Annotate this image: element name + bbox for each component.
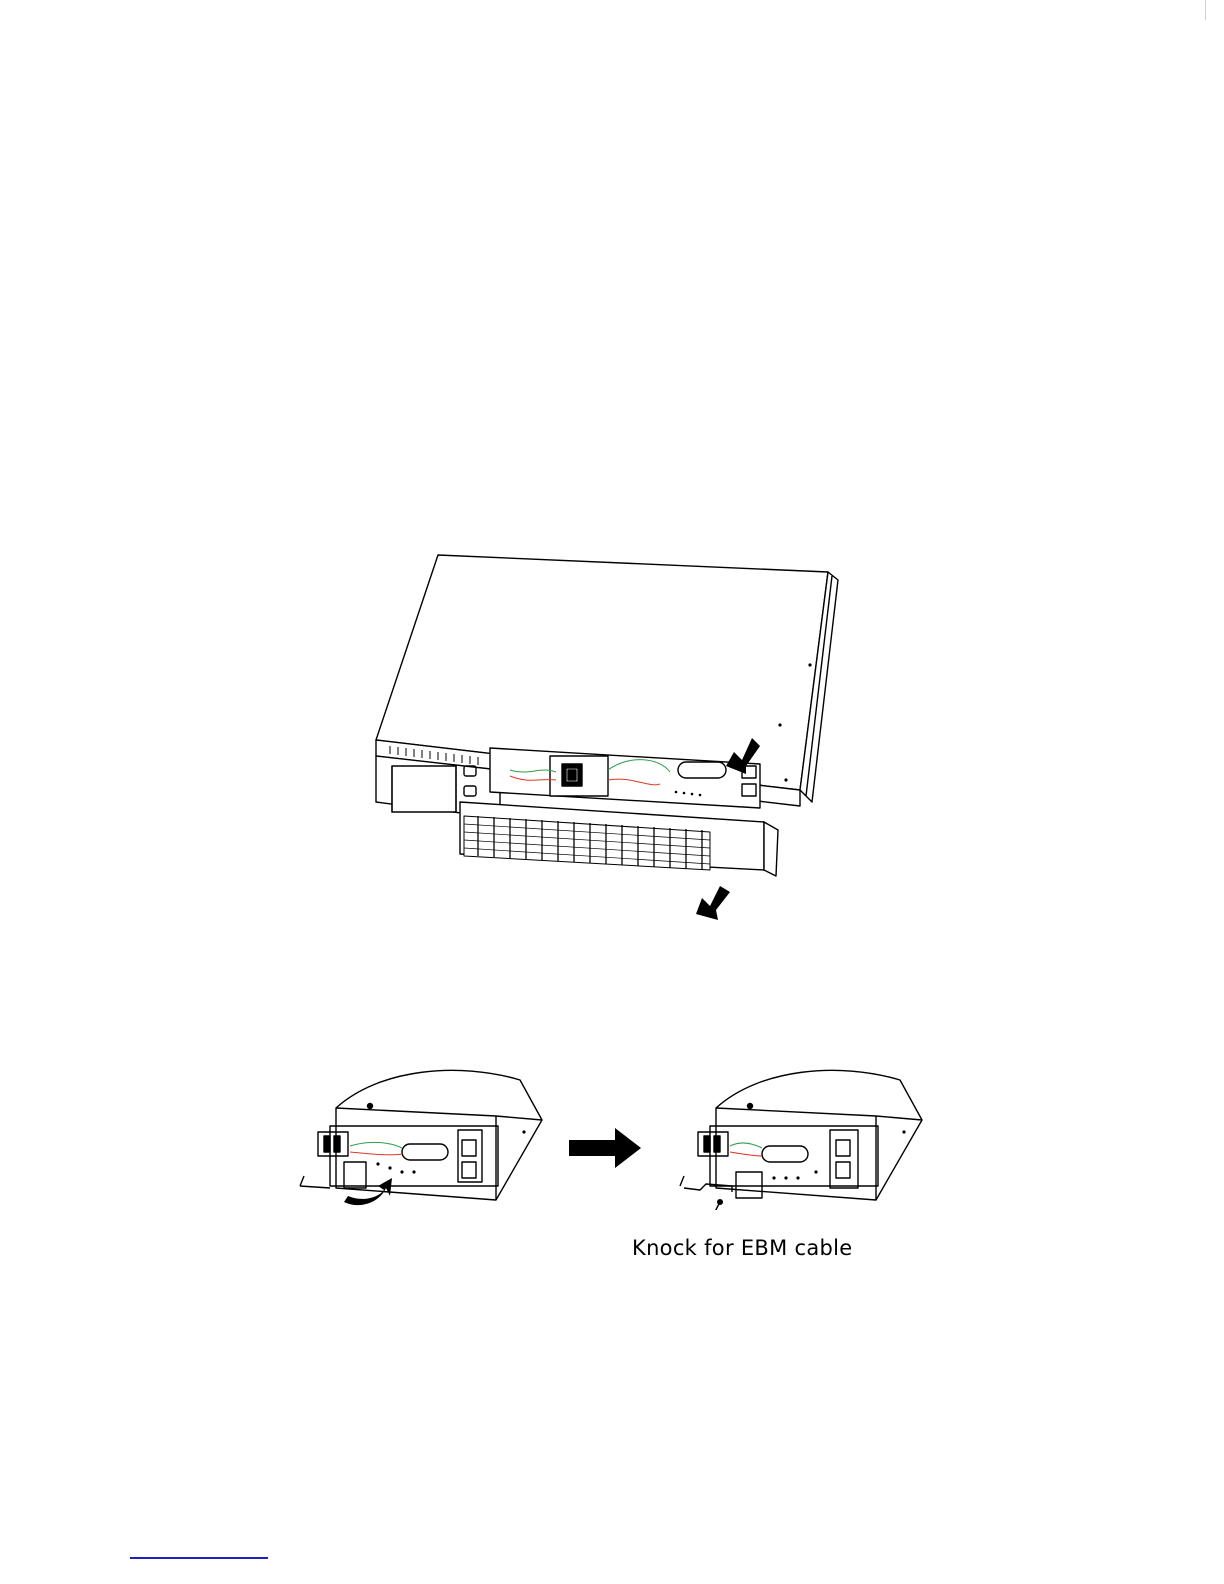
page-edge-mark (1205, 0, 1206, 20)
right-arrow-icon (565, 1128, 645, 1168)
ups-front-panel-removal-drawing (360, 540, 840, 940)
ups-panel-before-knockout-drawing (290, 1060, 550, 1210)
ebm-cable-knockout-label: Knock for EBM cable (632, 1236, 853, 1260)
ups-panel-after-knockout-drawing (670, 1060, 930, 1210)
footer-link-underline (130, 1557, 268, 1559)
